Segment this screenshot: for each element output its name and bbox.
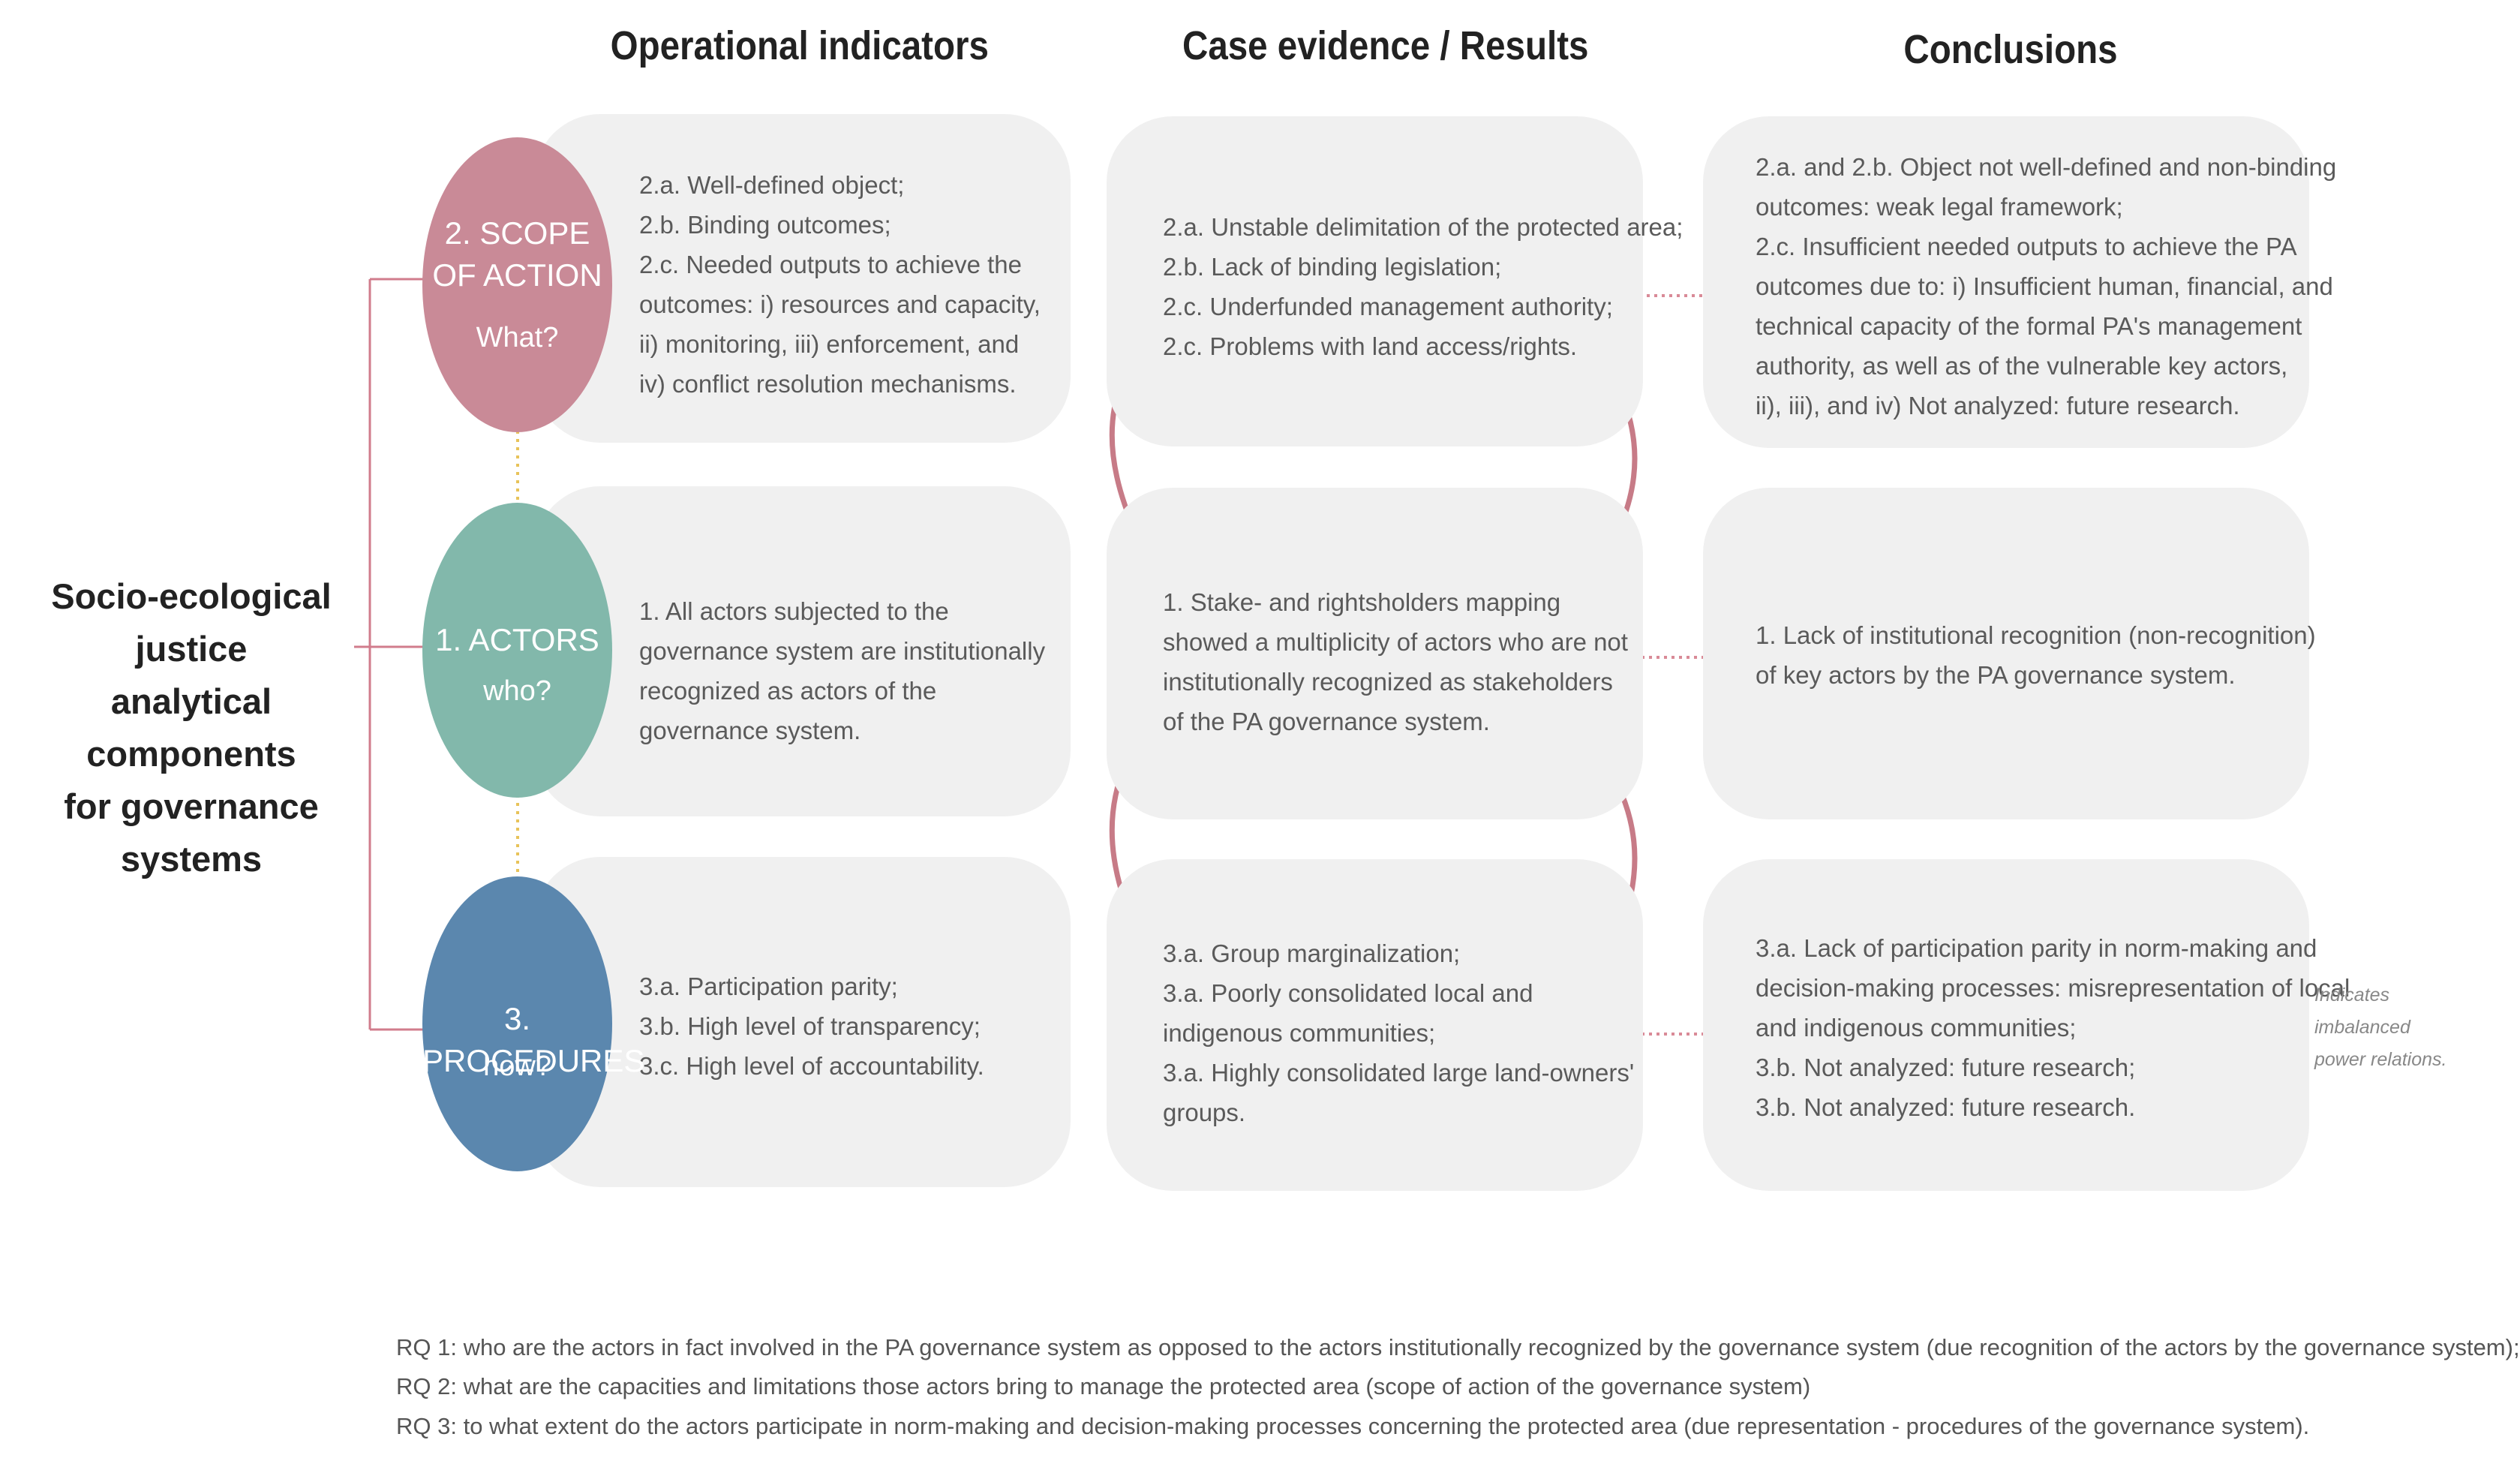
indicator-text-actors: 1. All actors subjected to the governanc… bbox=[639, 597, 1046, 744]
component-circle-scope: 2. SCOPE OF ACTION What? bbox=[422, 137, 612, 432]
conclusion-text-procedures: 3.a. Lack of participation parity in nor… bbox=[1756, 934, 2350, 1121]
evidence-box-actors bbox=[1107, 488, 1643, 819]
conclusion-text-scope: 2.a. and 2.b. Object not well-defined an… bbox=[1756, 153, 2337, 419]
diagram-left-label: Socio-ecological justice analytical comp… bbox=[51, 576, 332, 879]
component-question-actors: who? bbox=[483, 675, 551, 707]
research-question-2: RQ 2: what are the capacities and limita… bbox=[396, 1373, 1811, 1399]
indicator-box-procedures bbox=[534, 857, 1071, 1187]
component-question-scope: What? bbox=[476, 322, 559, 353]
evidence-text-actors: 1. Stake- and rightsholders mapping show… bbox=[1163, 588, 1628, 735]
component-circle-actors: 1. ACTORS who? bbox=[422, 503, 612, 798]
component-question-procedures: how? bbox=[483, 1051, 551, 1082]
evidence-text-procedures: 3.a. Group marginalization; 3.a. Poorly … bbox=[1163, 939, 1635, 1126]
conclusion-text-actors: 1. Lack of institutional recognition (no… bbox=[1756, 621, 2316, 689]
indicator-box-actors bbox=[534, 486, 1071, 816]
evidence-box-scope bbox=[1107, 116, 1643, 446]
conclusion-box-scope bbox=[1703, 116, 2309, 448]
evidence-text-scope: 2.a. Unstable delimitation of the protec… bbox=[1163, 213, 1684, 360]
column-header-evidence: Case evidence / Results bbox=[1182, 23, 1589, 68]
component-title-scope: 2. SCOPE OF ACTION bbox=[432, 215, 602, 293]
research-question-1: RQ 1: who are the actors in fact involve… bbox=[396, 1334, 2520, 1360]
component-title-procedures: 3. PROCEDURES bbox=[422, 1001, 645, 1078]
indicator-text-scope: 2.a. Well-defined object; 2.b. Binding o… bbox=[639, 171, 1041, 398]
indicator-text-procedures: 3.a. Participation parity; 3.b. High lev… bbox=[639, 972, 984, 1080]
conclusion-box-actors bbox=[1703, 488, 2309, 819]
component-title-actors: 1. ACTORS bbox=[435, 622, 599, 657]
legend-imbalanced-power: Indicates imbalanced power relations. bbox=[2314, 984, 2447, 1070]
conclusion-box-procedures bbox=[1703, 859, 2309, 1191]
bracket-connector bbox=[354, 278, 428, 1031]
column-header-conclusions: Conclusions bbox=[1903, 27, 2118, 72]
component-circle-procedures: 3. PROCEDURES how? bbox=[422, 876, 645, 1171]
column-header-operational: Operational indicators bbox=[610, 23, 989, 68]
evidence-box-procedures bbox=[1107, 859, 1643, 1191]
research-question-3: RQ 3: to what extent do the actors parti… bbox=[396, 1413, 2310, 1439]
indicator-box-scope bbox=[534, 114, 1071, 443]
